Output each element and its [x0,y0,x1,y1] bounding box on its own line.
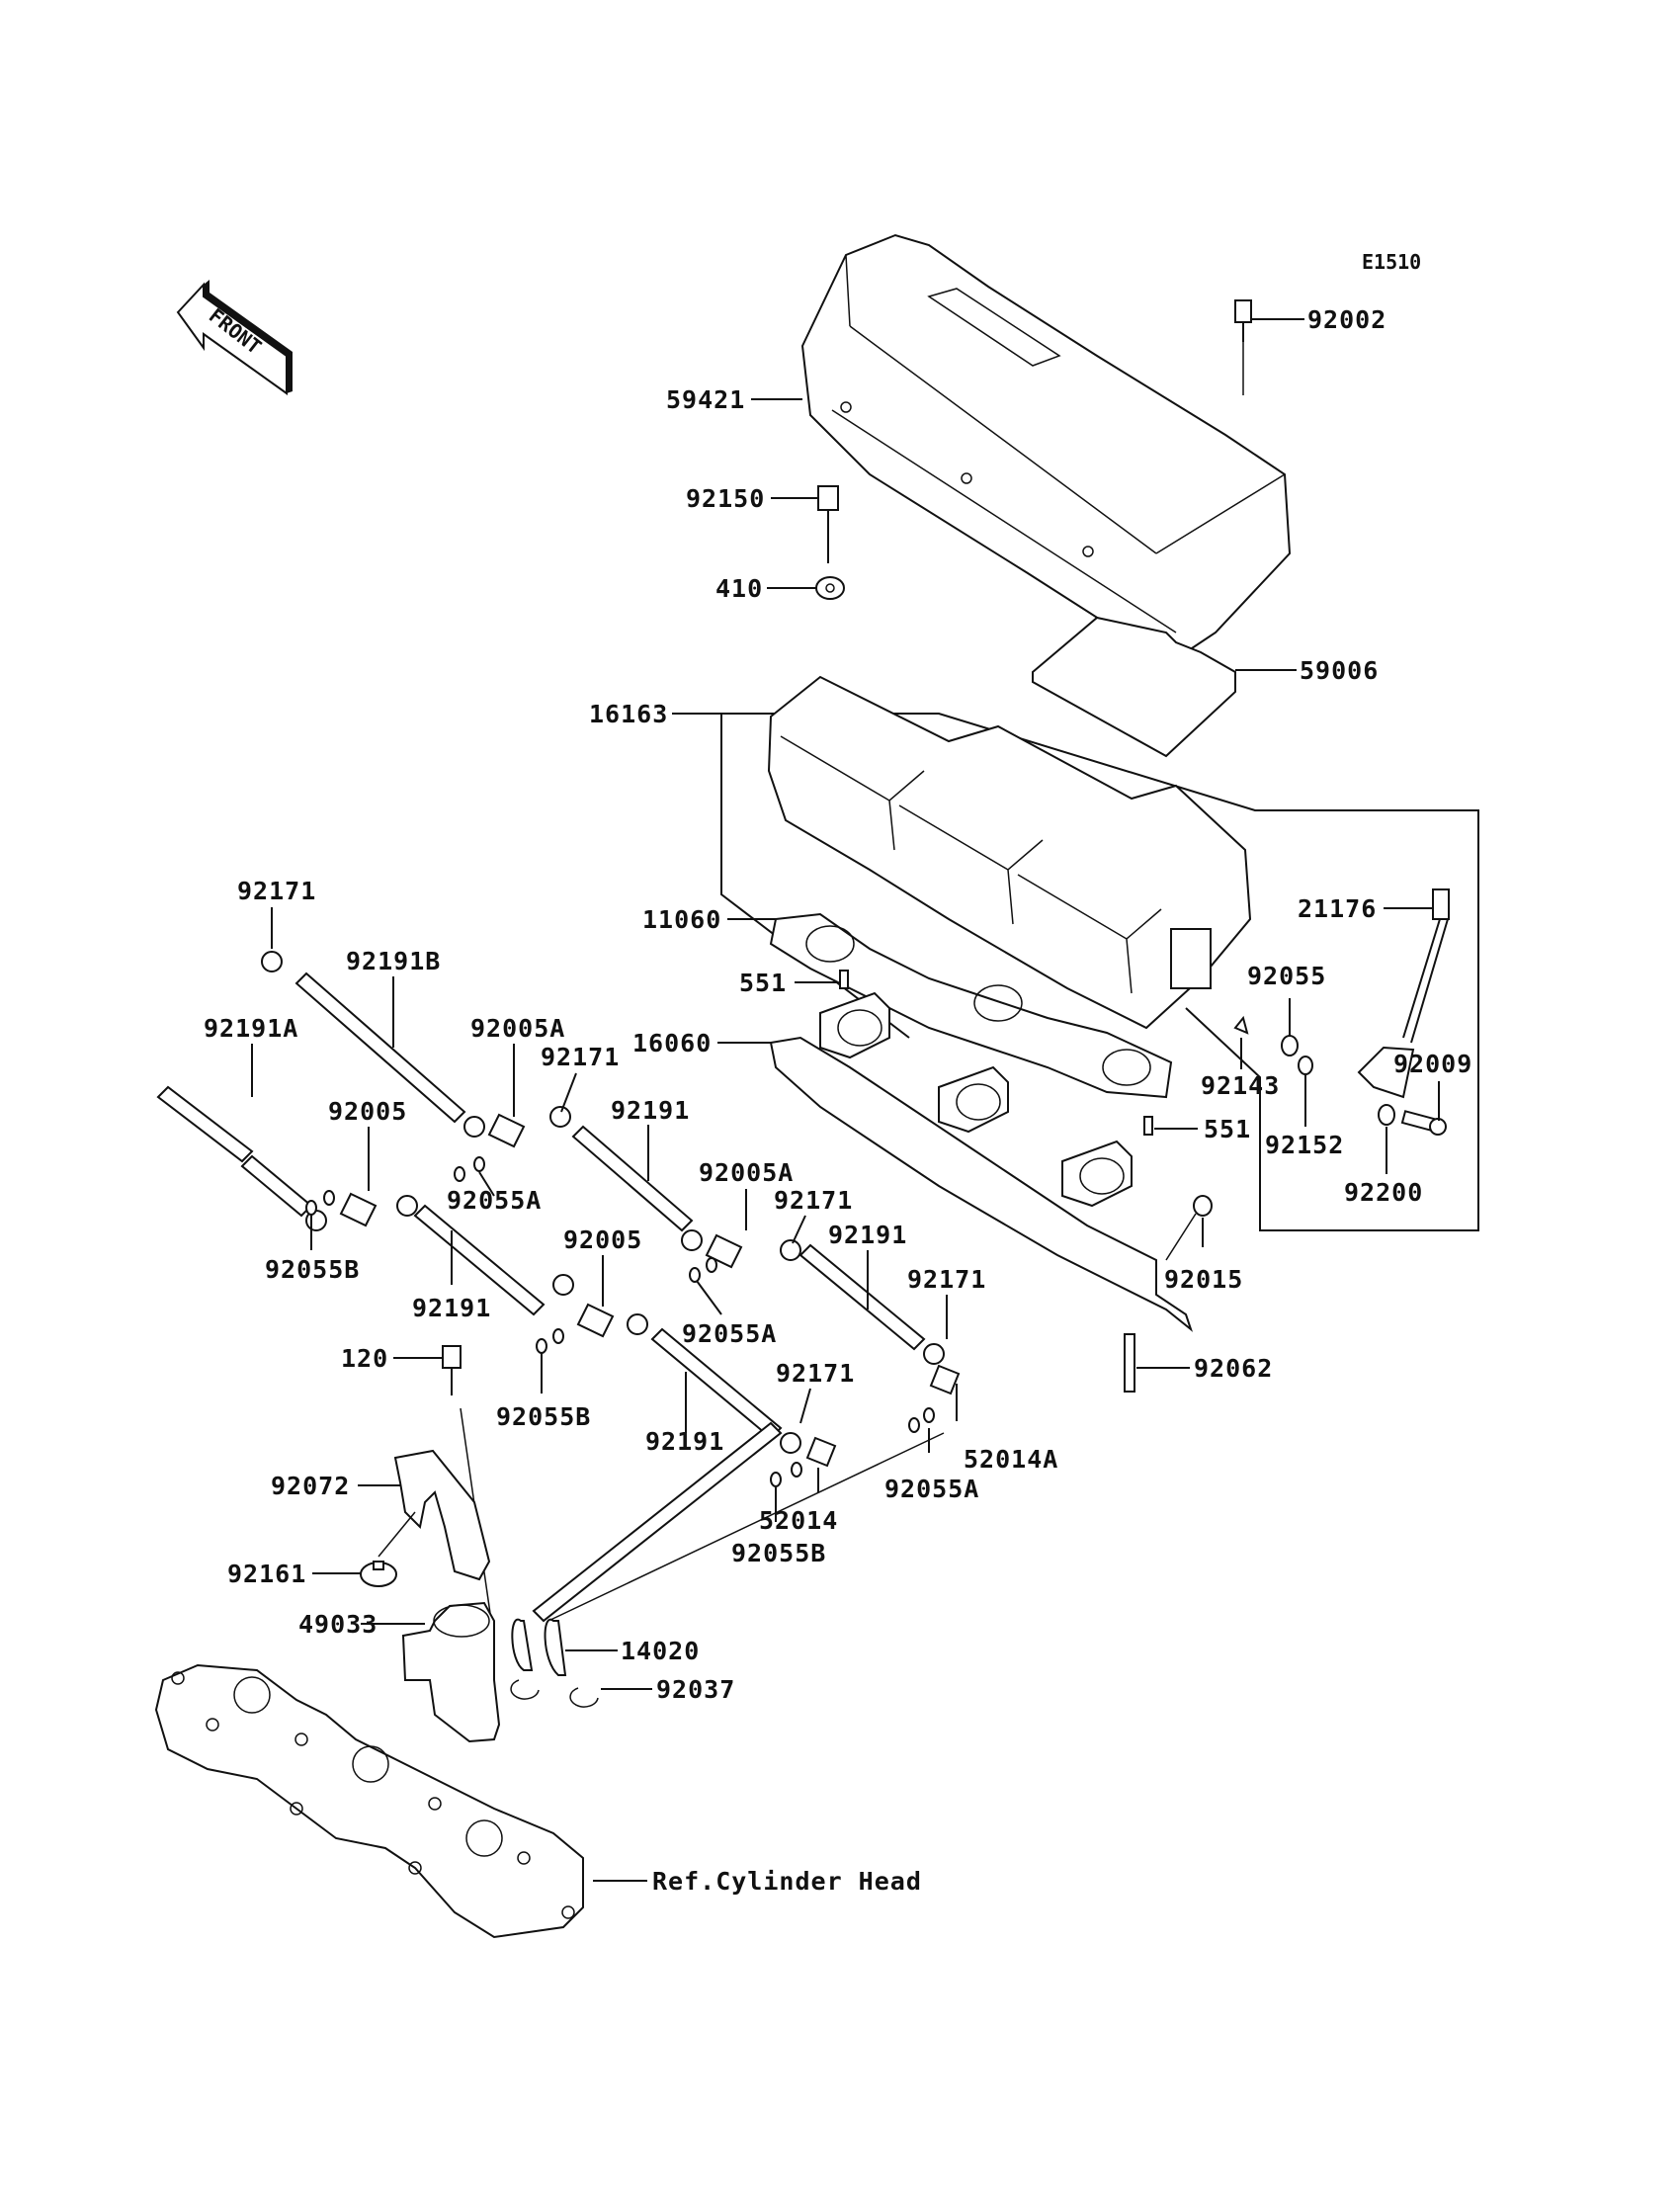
diagram-code: E1510 [1362,250,1421,274]
label-92171-b: 92171 [541,1043,620,1071]
dowel-551-a [839,970,849,989]
label-92055B-b: 92055B [496,1402,591,1431]
label-92171-a: 92171 [237,877,316,905]
label-21176: 21176 [1298,894,1377,923]
nut-92152 [1298,1056,1313,1075]
label-92005-a: 92005 [328,1097,407,1126]
sensor-21176 [1357,888,1450,1099]
clamps-92037 [510,1679,599,1708]
label-120: 120 [341,1344,388,1373]
label-11060: 11060 [642,905,721,934]
label-92055B-c: 92055B [731,1539,826,1567]
label-92150: 92150 [686,484,765,513]
label-92143: 92143 [1201,1071,1280,1100]
label-59006: 59006 [1300,656,1379,685]
label-92161: 92161 [227,1560,306,1588]
label-92191B: 92191B [346,947,441,975]
bolt-92009 [1400,1110,1447,1136]
label-92152: 92152 [1265,1131,1344,1159]
gasket-59006 [1032,616,1236,758]
label-59421: 59421 [666,385,745,414]
bracket-92072 [393,1449,491,1581]
label-92062: 92062 [1194,1354,1273,1383]
label-52014A: 52014A [964,1445,1058,1474]
label-92055B-a: 92055B [265,1255,360,1284]
washer-92200 [1378,1104,1395,1126]
bolt-92150 [817,485,839,563]
valve-cover [800,233,1292,653]
reference-label: Ref.Cylinder Head [652,1867,922,1896]
gasket-11060 [769,912,1173,1099]
label-92005A-b: 92005A [699,1158,794,1187]
label-92200: 92200 [1344,1178,1423,1207]
label-92055A-c: 92055A [884,1475,979,1503]
fuel-line-assembly [156,951,961,1623]
label-92005A-a: 92005A [470,1014,565,1043]
stud-92062 [1124,1333,1135,1393]
dowel-551-b [1143,1116,1153,1136]
label-410: 410 [715,574,763,603]
label-92037: 92037 [656,1675,735,1704]
label-92055A-b: 92055A [682,1319,777,1348]
nut-92015 [1193,1195,1213,1217]
label-92191-b: 92191 [828,1221,907,1249]
label-92191-c: 92191 [412,1294,491,1322]
label-92171-c: 92171 [774,1186,853,1215]
front-arrow-icon: FRONT [176,280,293,395]
label-92015: 92015 [1164,1265,1243,1294]
label-92055A-a: 92055A [447,1186,542,1215]
o-ring-92055 [1281,1035,1299,1056]
label-92005-b: 92005 [563,1225,642,1254]
clips-14020 [511,1618,567,1676]
label-52014: 52014 [759,1506,838,1535]
washer-410 [815,576,845,600]
clip-92143 [1233,1015,1249,1035]
label-16060: 16060 [632,1029,712,1057]
throttle-body [767,675,1252,1030]
label-92191-d: 92191 [645,1427,724,1456]
cylinder-head [154,1663,584,1939]
intake-manifold [769,991,1194,1332]
label-92191-a: 92191 [611,1096,690,1125]
label-92191A: 92191A [204,1014,298,1043]
label-16163: 16163 [589,700,668,728]
label-92171-e: 92171 [776,1359,855,1388]
label-92055: 92055 [1247,962,1326,990]
label-92072: 92072 [271,1472,350,1500]
bolt-92002 [1234,299,1252,395]
part-49033 [401,1601,501,1743]
grommet-92161 [360,1511,416,1587]
label-92171-d: 92171 [907,1265,986,1294]
label-49033: 49033 [298,1610,378,1639]
label-551-b: 551 [1204,1115,1251,1143]
label-92002: 92002 [1307,305,1386,334]
label-551-a: 551 [739,969,787,997]
label-14020: 14020 [621,1637,700,1665]
label-92009: 92009 [1393,1050,1472,1078]
